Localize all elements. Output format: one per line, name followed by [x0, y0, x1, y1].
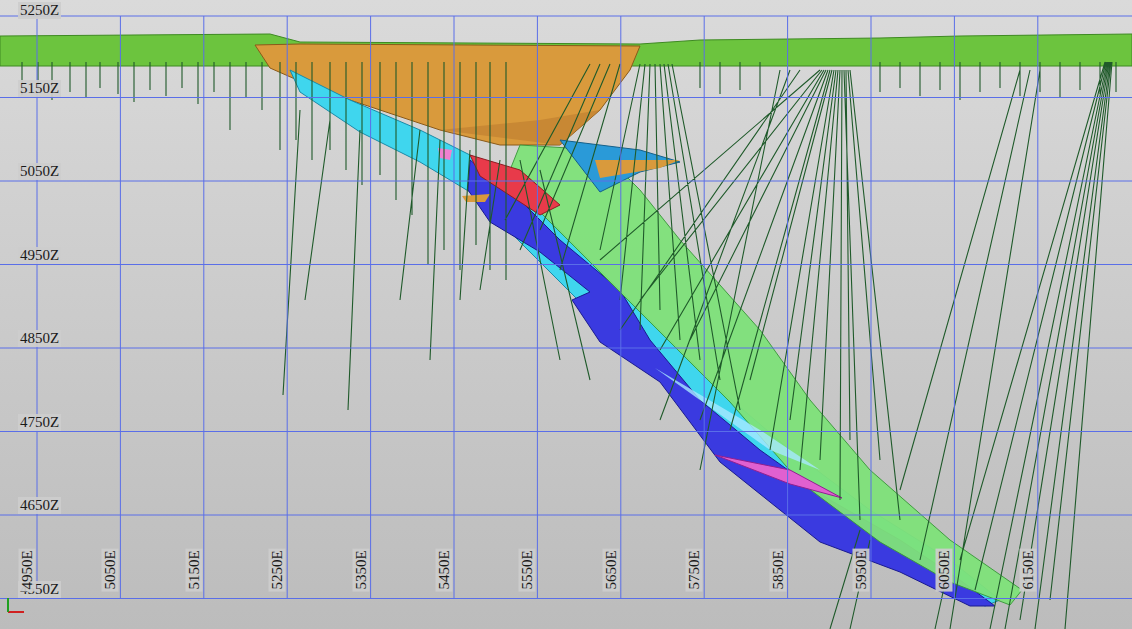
easting-label: 5450E [436, 548, 453, 591]
easting-label: 5350E [352, 548, 369, 591]
ore-lens-pink [715, 455, 842, 498]
easting-label: 5550E [519, 548, 536, 591]
easting-label: 5950E [853, 548, 870, 591]
easting-label: 6050E [936, 548, 953, 591]
axis-icon [8, 598, 24, 612]
elevation-label: 4850Z [18, 330, 61, 347]
grid [0, 16, 1132, 599]
easting-label: 5750E [686, 548, 703, 591]
elevation-label: 4750Z [18, 414, 61, 431]
ore-zone-green [510, 145, 1022, 605]
easting-label: 5150E [185, 548, 202, 591]
easting-label: 6150E [1019, 548, 1036, 591]
pit-shade [440, 110, 600, 145]
easting-label: 5650E [602, 548, 619, 591]
elevation-label: 5050Z [18, 163, 61, 180]
ore-lens-red [470, 155, 560, 215]
easting-label: 5850E [769, 548, 786, 591]
elevation-label: 5150Z [18, 80, 61, 97]
ore-lens [560, 140, 680, 192]
easting-label: 5050E [102, 548, 119, 591]
elevation-label: 4950Z [18, 247, 61, 264]
easting-label: 4950E [19, 548, 36, 591]
elevation-label: 5250Z [18, 2, 61, 19]
easting-label: 5250E [269, 548, 286, 591]
elevation-label: 4650Z [18, 497, 61, 514]
drill-holes [22, 62, 1116, 629]
